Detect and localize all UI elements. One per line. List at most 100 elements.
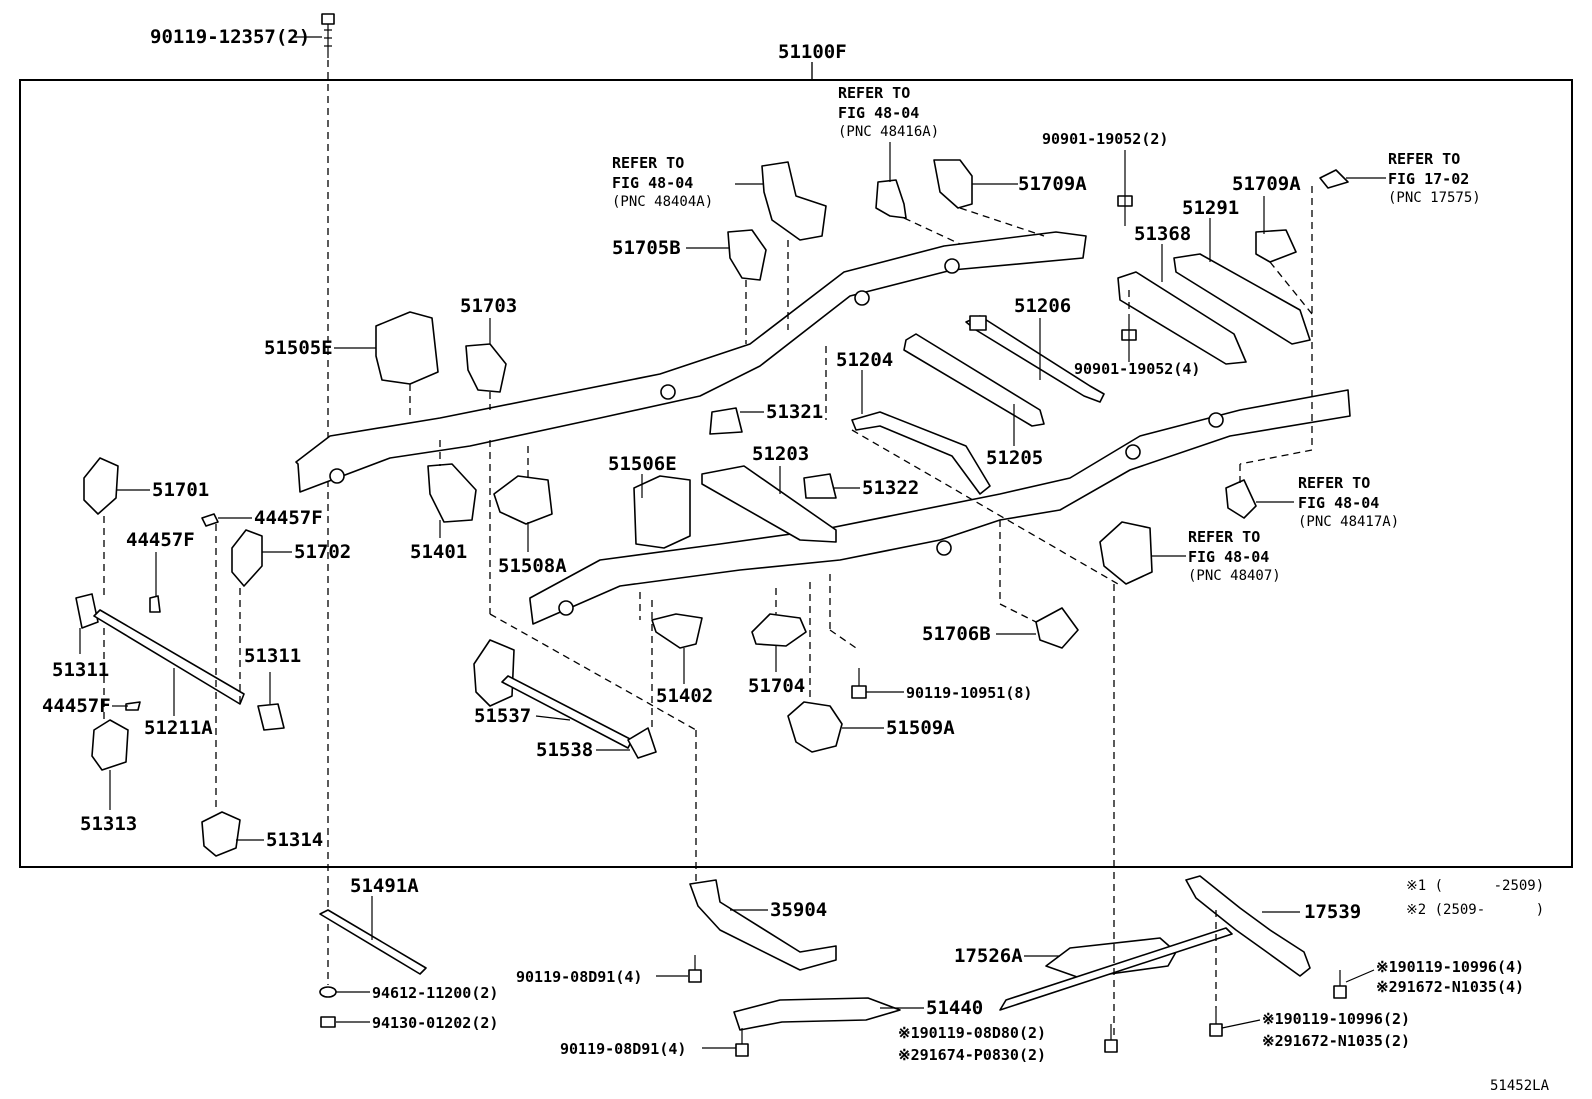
bracket-51538-icon <box>627 727 657 759</box>
bracket-51703-icon <box>465 343 507 393</box>
dash-51709a-1 <box>959 207 1045 237</box>
label-51321: 51321 <box>766 401 823 423</box>
label-35904: 35904 <box>770 899 827 921</box>
bracket-51705b-icon <box>727 229 767 281</box>
bracket-51508a-icon <box>493 475 553 525</box>
bracket-51506e-icon <box>633 475 691 549</box>
label-51701: 51701 <box>152 479 209 501</box>
label-51705b: 51705B <box>612 237 681 259</box>
dash-51537-diag <box>489 613 697 731</box>
bolt-90901-top-icon <box>1117 186 1133 226</box>
label-51402: 51402 <box>656 685 713 707</box>
label-51703: 51703 <box>460 295 517 317</box>
dash-90119-10951-b <box>829 629 860 651</box>
label-51211a: 51211A <box>144 717 213 739</box>
label-note2: ※2 (2509- ) <box>1406 902 1544 918</box>
label-94130: 94130-01202(2) <box>372 1014 498 1032</box>
bolt-90119-12357-icon <box>321 13 335 58</box>
label-51702: 51702 <box>294 541 351 563</box>
label-291674-p0830: ※291674-P0830(2) <box>898 1046 1046 1064</box>
label-refer-48417a-line3: (PNC 48417A) <box>1298 514 1399 530</box>
bolt-90119-08d91-2-icon <box>735 1028 749 1057</box>
label-51314: 51314 <box>266 829 323 851</box>
label-90901-top: 90901-19052(2) <box>1042 130 1168 148</box>
label-refer-17575-line1: REFER TO <box>1388 150 1460 168</box>
clip-44457f-3-icon <box>125 701 141 711</box>
label-51311-2: 51311 <box>244 645 301 667</box>
label-90119-08d91-1: 90119-08D91(4) <box>516 968 642 986</box>
label-51538: 51538 <box>536 739 593 761</box>
label-51311-1: 51311 <box>52 659 109 681</box>
bracket-51401-icon <box>427 463 477 523</box>
label-291672-n1035-2: ※291672-N1035(2) <box>1262 1032 1410 1050</box>
bolt-90119-08d91-1-icon <box>688 955 702 983</box>
label-51505e: 51505E <box>264 337 333 359</box>
label-90119-08d91-2: 90119-08D91(4) <box>560 1040 686 1058</box>
label-51709a-1: 51709A <box>1018 173 1087 195</box>
leader-51537 <box>535 715 571 721</box>
bracket-51704-icon <box>751 613 807 647</box>
label-51709a-2: 51709A <box>1232 173 1301 195</box>
nut-94130-icon <box>320 1016 336 1028</box>
frame-assembly-box <box>19 79 1573 868</box>
label-refer-48416a-line1: REFER TO <box>838 84 910 102</box>
label-refer-17575-line2: FIG 17-02 <box>1388 170 1469 188</box>
label-51506e: 51506E <box>608 453 677 475</box>
label-refer-48407-line2: FIG 48-04 <box>1188 548 1269 566</box>
label-assembly: 51100F <box>778 41 847 63</box>
label-figure-code: 51452LA <box>1490 1078 1550 1094</box>
bracket-51313-icon <box>91 719 129 771</box>
bracket-51702-icon <box>231 529 263 587</box>
label-90901-bottom: 90901-19052(4) <box>1074 360 1200 378</box>
label-51313: 51313 <box>80 813 137 835</box>
bracket-51709a-1-icon <box>933 159 973 209</box>
bracket-51706b-icon <box>1035 607 1079 649</box>
leader-190119-10996-2 <box>1221 1019 1261 1029</box>
washer-94612-icon <box>319 986 337 998</box>
label-51509a: 51509A <box>886 717 955 739</box>
label-refer-48404a-line3: (PNC 48404A) <box>612 194 713 210</box>
label-refer-48407-line3: (PNC 48407) <box>1188 568 1281 584</box>
clip-44457f-2-icon <box>149 595 161 613</box>
crossmember-51206-icon <box>965 315 1105 403</box>
label-refer-48407-line1: REFER TO <box>1188 528 1260 546</box>
leader-190119-10996-4 <box>1345 969 1375 983</box>
label-51706b: 51706B <box>922 623 991 645</box>
bracket-17526a-icon <box>999 927 1233 1011</box>
clip-44457f-1-icon <box>201 513 219 527</box>
label-51491a: 51491A <box>350 875 419 897</box>
label-94612: 94612-11200(2) <box>372 984 498 1002</box>
bracket-51314-icon <box>201 811 241 857</box>
frame-right-rail <box>529 389 1351 625</box>
label-51205: 51205 <box>986 447 1043 469</box>
dash-48416a <box>903 217 961 245</box>
label-51206: 51206 <box>1014 295 1071 317</box>
label-refer-48416a-line2: FIG 48-04 <box>838 104 919 122</box>
bracket-51505e-icon <box>375 311 439 385</box>
label-note1: ※1 ( -2509) <box>1406 878 1544 894</box>
bracket-refer-48417a-icon <box>1225 479 1257 519</box>
label-51203: 51203 <box>752 443 809 465</box>
crossmember-51205-icon <box>903 333 1045 427</box>
bracket-17539-icon <box>1185 875 1311 977</box>
crossmember-51204-icon <box>851 411 991 495</box>
bushing-51311-2-icon <box>257 703 285 731</box>
bracket-51402-icon <box>651 613 703 649</box>
bracket-refer-17575-icon <box>1319 169 1349 189</box>
label-17539: 17539 <box>1304 901 1361 923</box>
label-51291: 51291 <box>1182 197 1239 219</box>
label-190119-10996-2: ※190119-10996(2) <box>1262 1010 1410 1028</box>
label-51508a: 51508A <box>498 555 567 577</box>
bracket-51701-icon <box>83 457 119 515</box>
label-44457f-1: 44457F <box>254 507 323 529</box>
label-44457f-2: 44457F <box>126 529 195 551</box>
bolt-190119-08d80-icon <box>1104 1024 1118 1053</box>
bolt-190119-10996-4-icon <box>1333 970 1347 999</box>
bracket-51537-icon <box>473 639 633 749</box>
bolt-190119-10996-2-icon <box>1209 1008 1223 1037</box>
label-51401: 51401 <box>410 541 467 563</box>
bracket-51440-icon <box>733 997 901 1031</box>
dash-48417a <box>1239 449 1313 465</box>
bracket-51709a-2-icon <box>1255 229 1297 263</box>
